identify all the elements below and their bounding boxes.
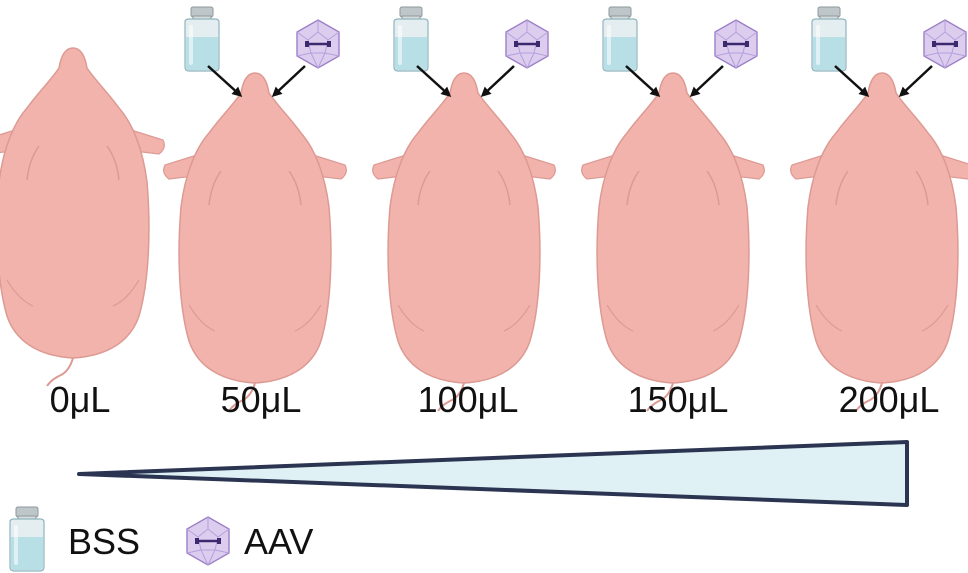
vial-icon [603, 7, 637, 71]
mouse-icon [791, 73, 968, 411]
aav-capsid-icon [924, 20, 966, 68]
legend: BSS AAV [10, 507, 313, 571]
arrow-icon [417, 66, 449, 95]
arrow-icon [835, 66, 867, 95]
group-100ul [373, 7, 556, 411]
arrow-icon [692, 66, 723, 95]
aav-capsid-icon [297, 20, 339, 68]
arrow-icon [274, 66, 305, 95]
vial-icon [10, 507, 44, 571]
dose-gradient-wedge [79, 442, 907, 505]
dose-label-0: 0μL [50, 379, 111, 420]
vial-icon [185, 7, 219, 71]
legend-bss-label: BSS [68, 521, 140, 562]
dose-label-150: 150μL [628, 379, 729, 420]
group-200ul [791, 7, 968, 411]
dose-label-200: 200μL [839, 379, 940, 420]
vial-icon [394, 7, 428, 71]
group-150ul [582, 7, 765, 411]
aav-capsid-icon [506, 20, 548, 68]
dose-label-100: 100μL [418, 379, 519, 420]
aav-capsid-icon [187, 517, 229, 565]
arrow-icon [208, 66, 240, 95]
aav-capsid-icon [715, 20, 757, 68]
group-0ul [0, 48, 164, 386]
arrow-icon [901, 66, 932, 95]
group-50ul [164, 7, 347, 411]
legend-aav-label: AAV [244, 521, 313, 562]
mouse-icon [0, 48, 164, 386]
mouse-icon [373, 73, 556, 411]
mouse-icon [164, 73, 347, 411]
vial-icon [812, 7, 846, 71]
dose-label-50: 50μL [221, 379, 302, 420]
arrow-icon [483, 66, 514, 95]
mouse-icon [582, 73, 765, 411]
arrow-icon [626, 66, 658, 95]
